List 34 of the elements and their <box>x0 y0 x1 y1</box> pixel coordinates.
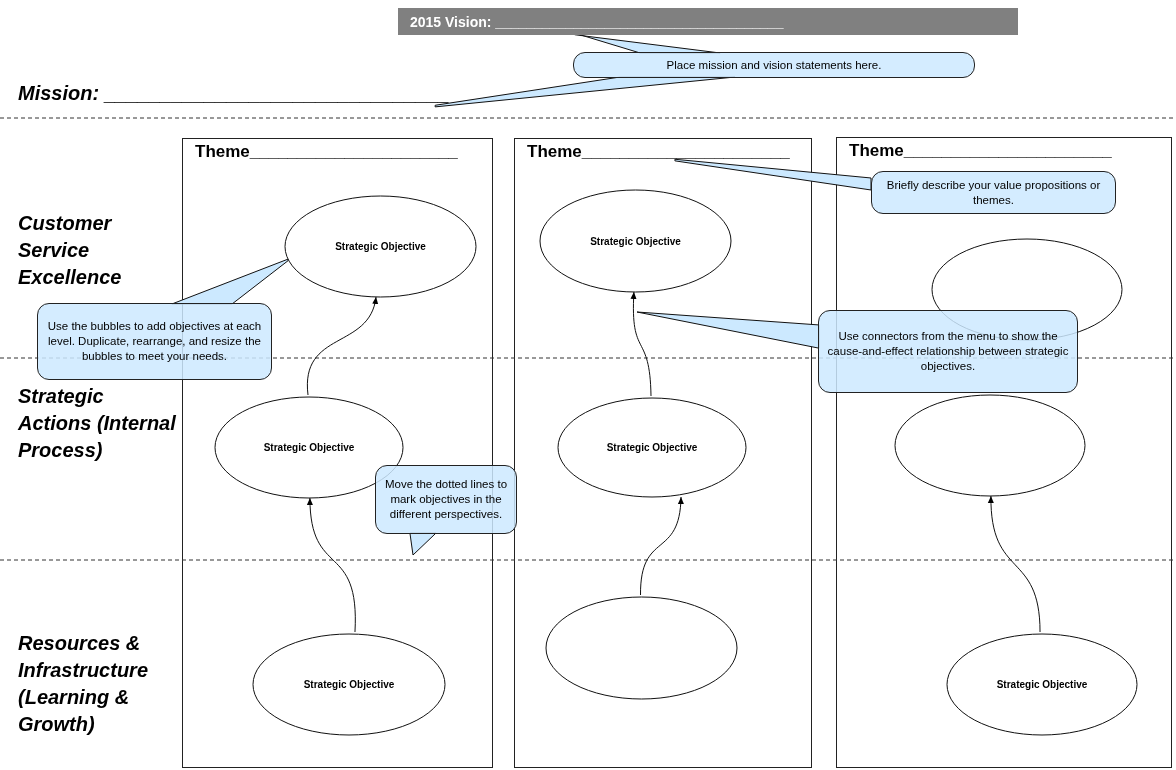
callout-pointer <box>171 258 289 305</box>
callout-pointer <box>409 532 437 556</box>
objective-bubble <box>946 633 1138 736</box>
theme-heading: Theme______________________ <box>849 141 1112 161</box>
objective-text: Strategic Objective <box>590 235 681 247</box>
arrow <box>640 496 684 596</box>
objective-bubble <box>894 394 1086 497</box>
objective-text: Strategic Objective <box>335 241 426 252</box>
theme-column <box>514 138 812 768</box>
callout-pointer <box>636 311 820 349</box>
mission-line: Mission: _______________________________ <box>18 82 468 110</box>
objective-bubble <box>557 397 747 498</box>
callout-bubble: Briefly describe your value propositions or themes. <box>871 171 1116 214</box>
perspective-label: Customer Service Excellence <box>18 211 123 290</box>
vision-banner: 2015 Vision: _____________________________________ <box>398 8 1018 35</box>
objective-text: Strategic Objective <box>303 679 395 690</box>
perspective-label: Strategic Actions (Internal Process) <box>18 384 177 463</box>
objective-text: Strategic Objective <box>263 442 355 453</box>
objective-bubble <box>284 195 477 298</box>
objective-bubble <box>252 633 446 736</box>
objective-bubble <box>545 596 738 700</box>
perspective-label: Resources & Infrastructure (Learning & Growth) <box>18 631 150 737</box>
arrow <box>307 296 378 396</box>
theme-heading: Theme______________________ <box>195 142 458 162</box>
arrow <box>630 291 652 397</box>
objective-text: Strategic Objective <box>606 442 698 453</box>
objective-text: Strategic Objective <box>996 679 1088 690</box>
callout-bubble: Use connectors from the menu to show the cause-and-effect relationship between strategic objectives. <box>818 310 1078 393</box>
arrow <box>307 497 356 633</box>
arrow <box>988 495 1041 633</box>
callout-bubble: Move the dotted lines to mark objectives in the different perspectives. <box>375 465 517 534</box>
callout-pointer <box>674 158 872 191</box>
theme-heading: Theme______________________ <box>527 142 790 162</box>
objective-bubble <box>539 189 732 293</box>
